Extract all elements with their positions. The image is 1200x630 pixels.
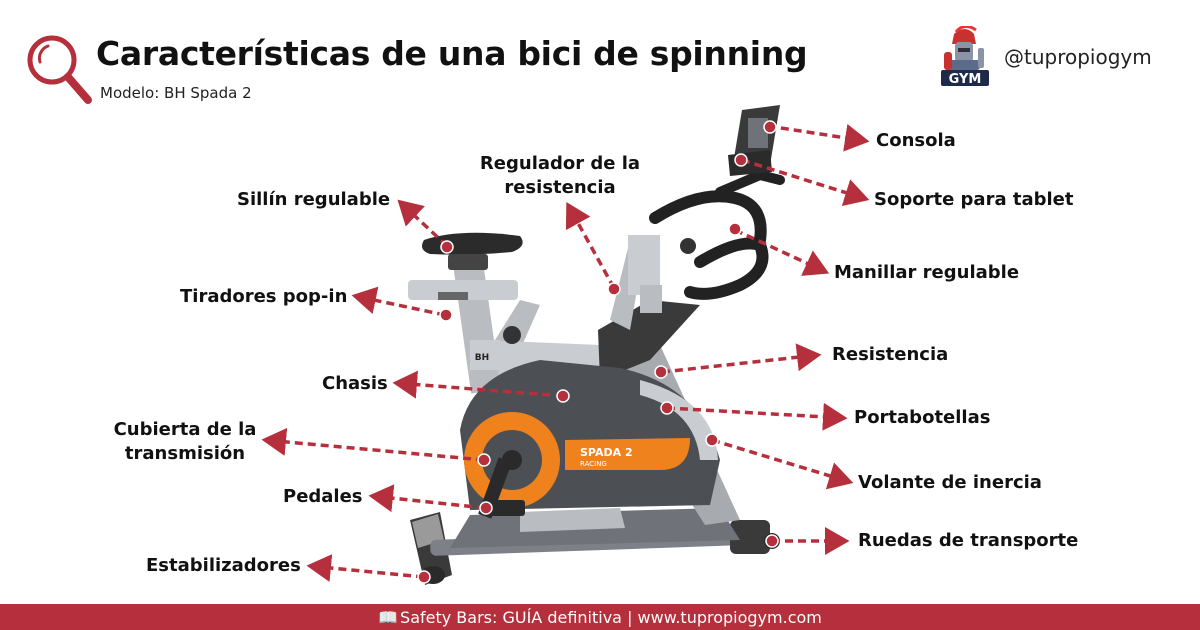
dot-manillar [728, 222, 742, 236]
footer-banner[interactable]: 📖 Safety Bars: GUÍA definitiva | www.tup… [0, 604, 1200, 630]
pointer-tiradores [351, 286, 446, 317]
cover-brand: SPADA 2 [580, 446, 633, 459]
label-tiradores: Tiradores pop-in [180, 286, 348, 307]
label-consola: Consola [876, 130, 956, 151]
page-subtitle: Modelo: BH Spada 2 [100, 84, 252, 102]
label-pedales: Pedales [283, 486, 363, 507]
transmission-cover: SPADA 2 RACING [460, 360, 720, 510]
pointer-cubierta [261, 427, 485, 462]
footer-text: Safety Bars: GUÍA definitiva | www.tupro… [400, 607, 822, 627]
magnifier-icon [27, 35, 92, 104]
label-soporte-tablet: Soporte para tablet [874, 189, 1074, 210]
label-chasis: Chasis [322, 373, 388, 394]
label-regulador: Regulador de la resistencia [479, 153, 641, 198]
page-title: Características de una bici de spinning [96, 34, 808, 73]
label-estabilizadores: Estabilizadores [146, 555, 301, 576]
label-volante: Volante de inercia [858, 472, 1042, 493]
pointer-regulador [565, 201, 616, 289]
dot-regulador [607, 282, 621, 296]
dot-portabotellas [660, 401, 674, 415]
saddle [408, 232, 523, 300]
dot-pedales [479, 501, 493, 515]
pointer-portabotellas [666, 402, 848, 431]
social-handle: @tupropiogym [1004, 45, 1152, 69]
dot-sillin [440, 240, 454, 254]
pointer-consola [767, 123, 870, 152]
handlebars [649, 169, 785, 300]
dot-resistencia [654, 365, 668, 379]
dot-soporte [734, 153, 748, 167]
pointer-chasis [392, 370, 564, 399]
dot-tiradores [439, 308, 453, 322]
dot-chasis [556, 389, 570, 403]
label-resistencia: Resistencia [832, 344, 949, 365]
label-cubierta: Cubierta de la transmisión [113, 419, 257, 464]
dot-cubierta [477, 453, 491, 467]
book-icon: 📖 [378, 607, 399, 627]
pointer-pedales [368, 484, 486, 513]
pointer-estabilizadores [306, 554, 425, 582]
label-portabotellas: Portabotellas [854, 407, 991, 428]
pointer-resistencia [661, 343, 822, 374]
gym-logo-icon: GYM [941, 26, 989, 87]
pointer-volante [711, 438, 854, 490]
handlebar-stem [628, 235, 696, 313]
dot-ruedas [765, 534, 779, 548]
pointer-soporte [741, 158, 870, 207]
pointer-sillin [397, 199, 449, 248]
cover-subbrand: RACING [580, 460, 607, 468]
dot-volante [705, 433, 719, 447]
label-ruedas: Ruedas de transporte [858, 530, 1079, 551]
logo-text: GYM [949, 72, 982, 87]
label-sillin: Sillín regulable [237, 189, 391, 210]
dot-estabilizadores [417, 570, 431, 584]
frame-brand: BH [475, 353, 489, 363]
dot-consola [763, 120, 777, 134]
label-manillar: Manillar regulable [834, 262, 1020, 283]
pointer-manillar [734, 228, 830, 276]
